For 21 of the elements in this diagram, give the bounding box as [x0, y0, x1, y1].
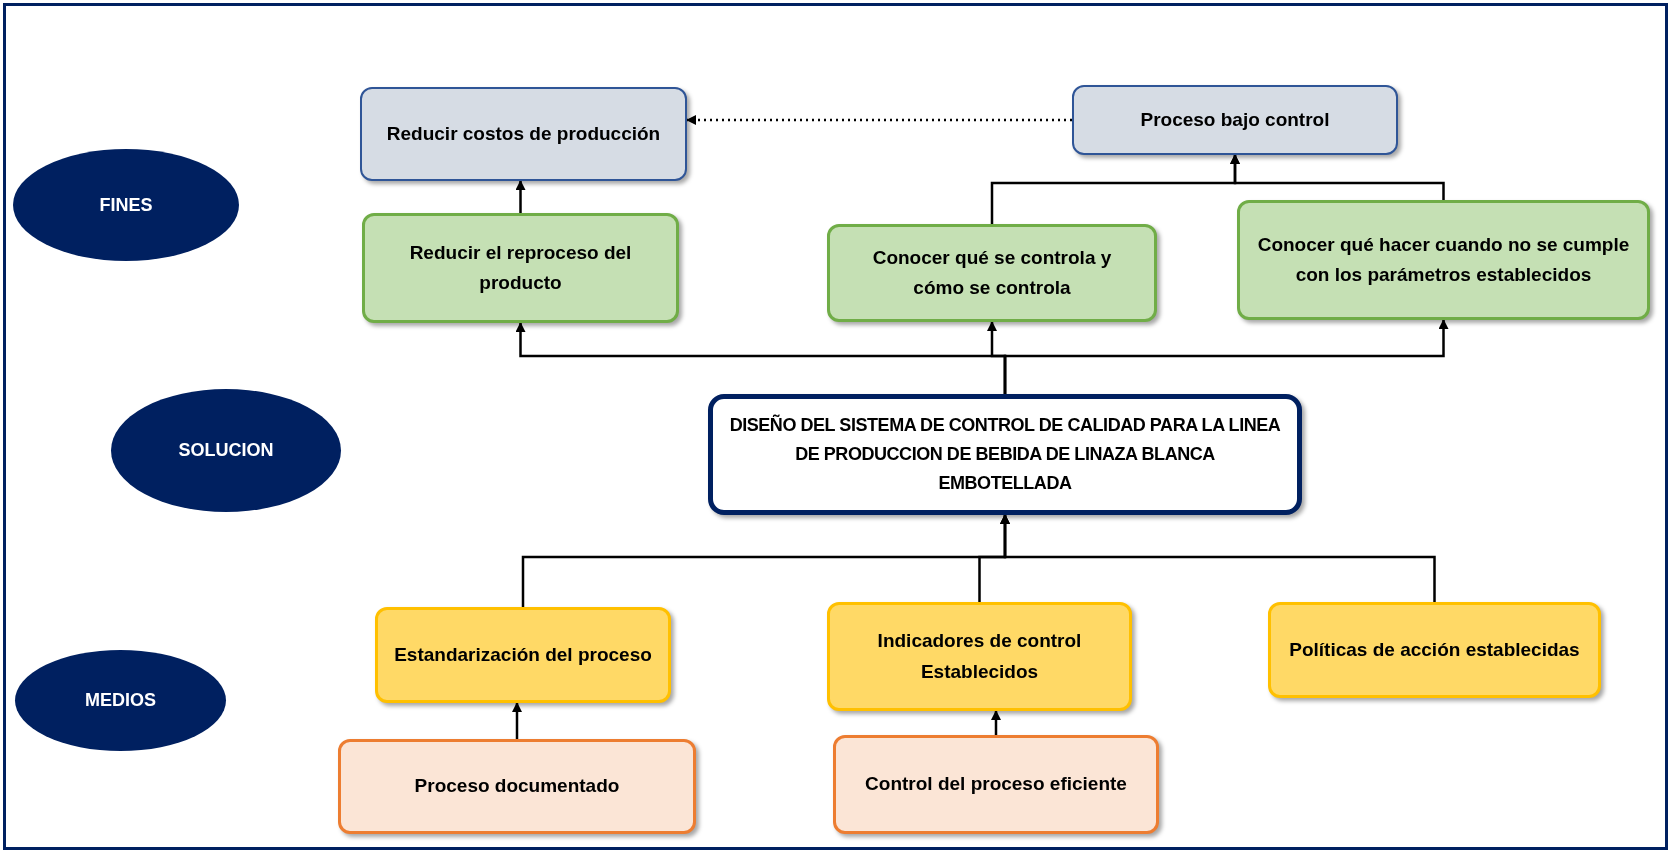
means-box: Estandarización del proceso [375, 607, 671, 703]
arrow [515, 180, 526, 213]
label-ellipse: SOLUCION [111, 389, 341, 512]
arrow [1230, 154, 1445, 200]
solution-box: DISEÑO DEL SISTEMA DE CONTROL DE CALIDAD PARA LA LINEA DE PRODUCCION DE BEBIDA DE LINAZA BLANCA EMBOTELLADA [708, 394, 1302, 515]
label-ellipse: MEDIOS [15, 650, 226, 751]
arrow [686, 115, 1072, 125]
root-box: Control del proceso eficiente [833, 735, 1159, 834]
arrow [1000, 514, 1436, 602]
end-box: Reducir el reproceso del producto [362, 213, 679, 323]
arrow [991, 710, 1001, 735]
label-ellipse: FINES [13, 149, 239, 261]
root-box: Proceso documentado [338, 739, 696, 834]
means-box: Indicadores de control Establecidos [827, 602, 1132, 711]
goal-box: Proceso bajo control [1072, 85, 1398, 155]
end-box: Conocer qué hacer cuando no se cumple con los parámetros establecidos [1237, 200, 1650, 320]
arrow [1003, 319, 1449, 394]
goal-box: Reducir costos de producción [360, 87, 687, 181]
arrow [512, 702, 522, 739]
means-box: Políticas de acción establecidas [1268, 602, 1601, 698]
end-box: Conocer qué se controla y cómo se controla [827, 224, 1157, 322]
